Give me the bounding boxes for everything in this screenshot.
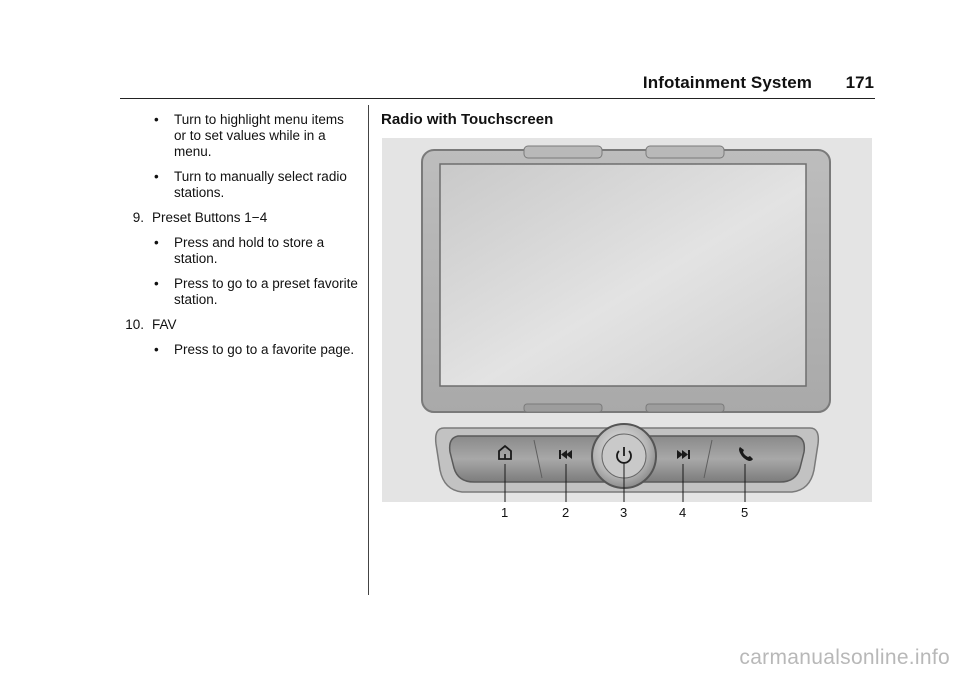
bezel-slot-left: [523, 403, 603, 413]
page-number: 171: [845, 73, 874, 92]
bullet-text: Turn to manually select radio stations.: [174, 169, 347, 200]
callout-4: 4: [679, 505, 687, 520]
list-item: • Turn to manually select radio stations…: [118, 169, 358, 201]
bullet-text: Press and hold to store a station.: [174, 235, 325, 266]
chapter-title: Infotainment System: [642, 73, 812, 92]
bullet-mark: •: [154, 342, 159, 357]
item-number: 9.: [132, 210, 144, 225]
bullet-text: Press to go to a favorite page.: [174, 342, 355, 357]
item-label: Preset Buttons 1−4: [152, 210, 268, 225]
item-number: 10.: [125, 317, 144, 332]
numbered-item-10: 10. FAV: [118, 317, 358, 333]
callout-numbers: 1 2 3 4 5: [382, 505, 872, 525]
touchscreen: [439, 163, 807, 387]
callout-5: 5: [741, 505, 749, 520]
bezel-tab-left: [523, 145, 603, 159]
bullet-mark: •: [154, 169, 159, 184]
bezel-tab-right: [645, 145, 725, 159]
list-item: • Press and hold to store a station.: [118, 235, 358, 267]
callout-1: 1: [501, 505, 509, 520]
home-icon[interactable]: [498, 444, 512, 460]
left-column: • Turn to highlight menu items or to set…: [118, 112, 358, 367]
radio-illustration: [382, 138, 872, 502]
column-divider: [368, 105, 369, 595]
header-rule: [120, 98, 875, 99]
next-track-icon[interactable]: [677, 450, 690, 459]
page-header: Infotainment System 171: [0, 0, 960, 100]
item-label: FAV: [152, 317, 177, 332]
list-item: • Press to go to a favorite page.: [118, 342, 358, 358]
bullet-text: Press to go to a preset favorite station…: [174, 276, 358, 307]
previous-track-icon[interactable]: [559, 450, 572, 459]
callout-lines: [504, 462, 746, 502]
callout-3: 3: [620, 505, 628, 520]
list-item: • Turn to highlight menu items or to set…: [118, 112, 358, 160]
bezel-slot-right: [645, 403, 725, 413]
phone-icon[interactable]: [739, 447, 753, 461]
numbered-item-9: 9. Preset Buttons 1−4: [118, 210, 358, 226]
watermark: carmanualsonline.info: [739, 646, 950, 669]
section-title: Radio with Touchscreen: [381, 111, 554, 128]
bullet-mark: •: [154, 235, 159, 250]
bullet-text: Turn to highlight menu items or to set v…: [174, 112, 344, 159]
callout-2: 2: [562, 505, 570, 520]
list-item: • Press to go to a preset favorite stati…: [118, 276, 358, 308]
bullet-mark: •: [154, 276, 159, 291]
bullet-mark: •: [154, 112, 159, 127]
